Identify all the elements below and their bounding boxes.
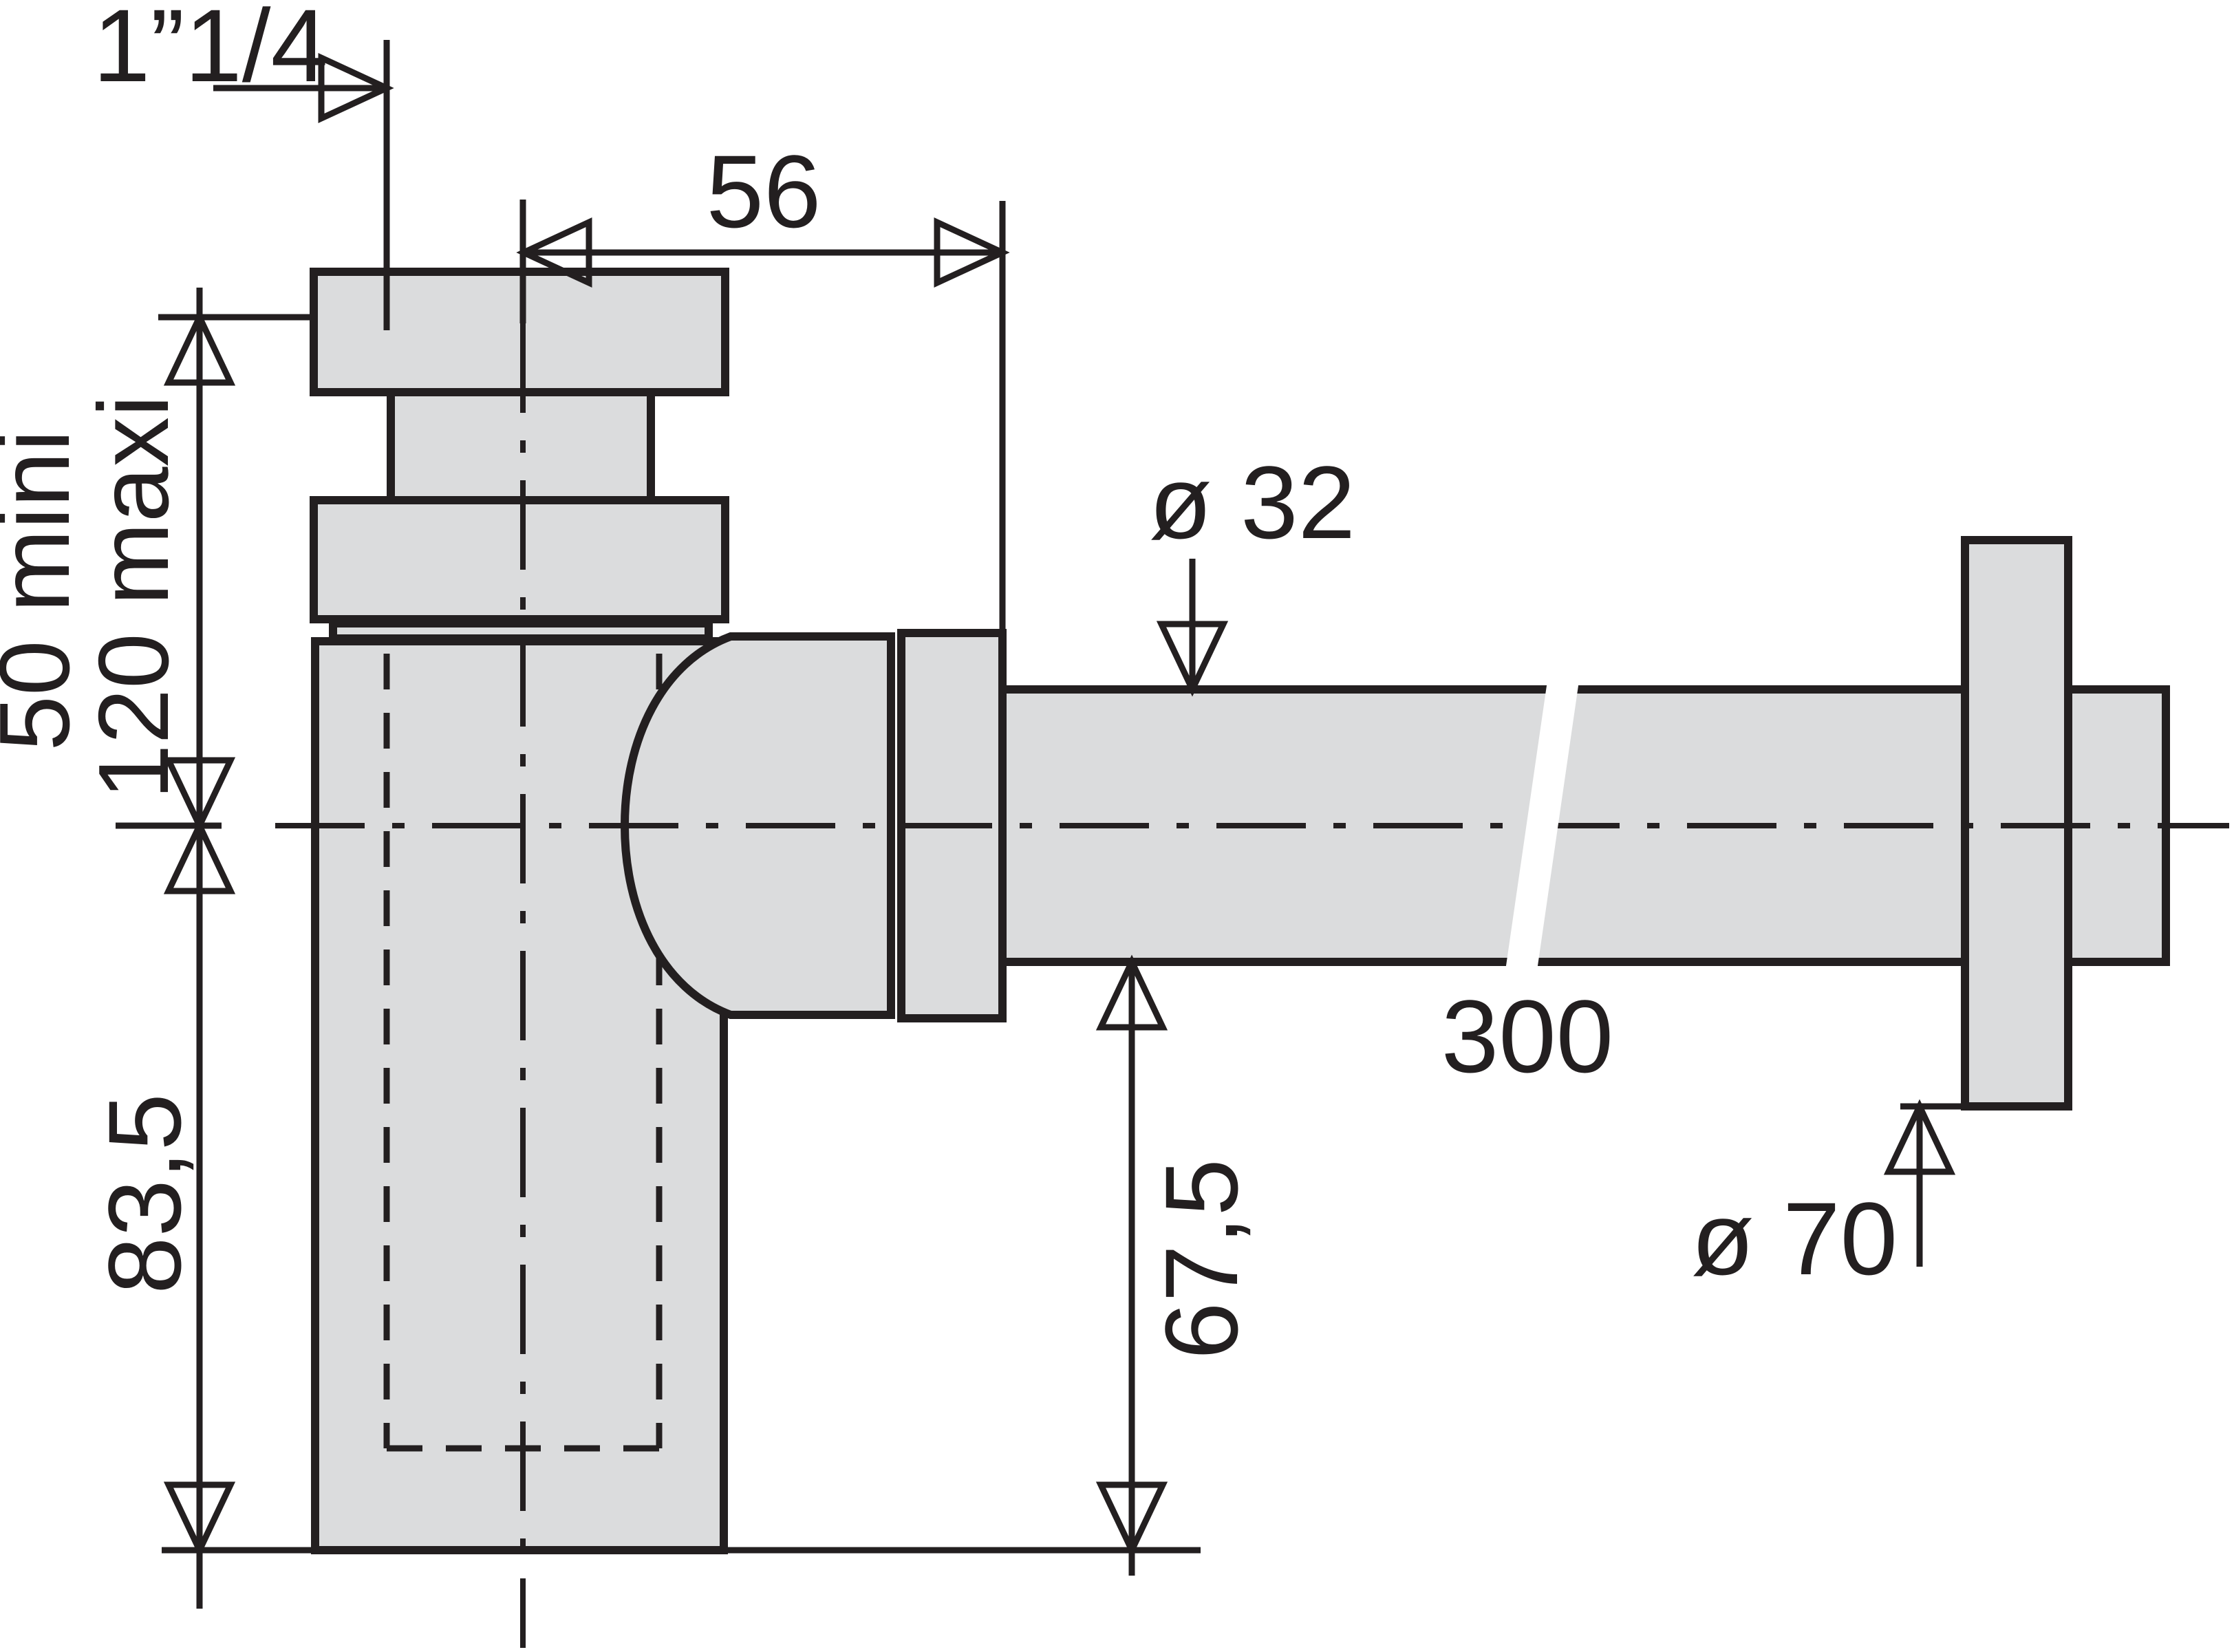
arrow-right-icon bbox=[934, 217, 1010, 288]
inlet-flange bbox=[310, 268, 729, 396]
arrow-down-icon bbox=[163, 1481, 236, 1558]
arrow-up-icon bbox=[1883, 1099, 1956, 1175]
bottle-trap-assembly bbox=[310, 268, 1007, 1554]
dim-50-mini-label: 50 mini bbox=[0, 429, 90, 751]
dimension-thread: 1”1/4 bbox=[93, 0, 394, 330]
dim-83-5-label: 83,5 bbox=[87, 1093, 202, 1294]
dimension-vertical-left: 50 mini 120 maxi 83,5 bbox=[0, 288, 318, 1609]
arrow-down-icon bbox=[1095, 1481, 1168, 1558]
dia-32-label: ø 32 bbox=[1149, 444, 1355, 560]
arrow-up-icon bbox=[163, 818, 236, 894]
dimension-56: 56 bbox=[516, 133, 1010, 633]
arrow-right-icon bbox=[318, 52, 394, 124]
inlet-locknut bbox=[310, 496, 729, 623]
dimension-67-5: 67,5 bbox=[728, 954, 1259, 1576]
dim-120-maxi-label: 120 maxi bbox=[78, 395, 189, 800]
dim-300-label: 300 bbox=[1441, 978, 1613, 1094]
arrow-down-icon bbox=[163, 757, 236, 833]
gasket-ring bbox=[329, 619, 713, 643]
arrow-left-icon bbox=[516, 217, 592, 288]
pipe-break-mark bbox=[1503, 662, 1582, 989]
dimension-rosette-diameter: ø 70 bbox=[1691, 1099, 1968, 1296]
arrow-down-icon bbox=[1156, 621, 1229, 697]
dim-67-5-label: 67,5 bbox=[1143, 1159, 1259, 1360]
dim-56-label: 56 bbox=[707, 133, 821, 249]
thread-size-label: 1”1/4 bbox=[93, 0, 328, 103]
arrow-up-icon bbox=[163, 310, 236, 386]
arrow-up-icon bbox=[1095, 954, 1168, 1031]
dia-70-label: ø 70 bbox=[1691, 1181, 1898, 1296]
dimension-pipe-diameter: ø 32 bbox=[1149, 444, 1355, 697]
